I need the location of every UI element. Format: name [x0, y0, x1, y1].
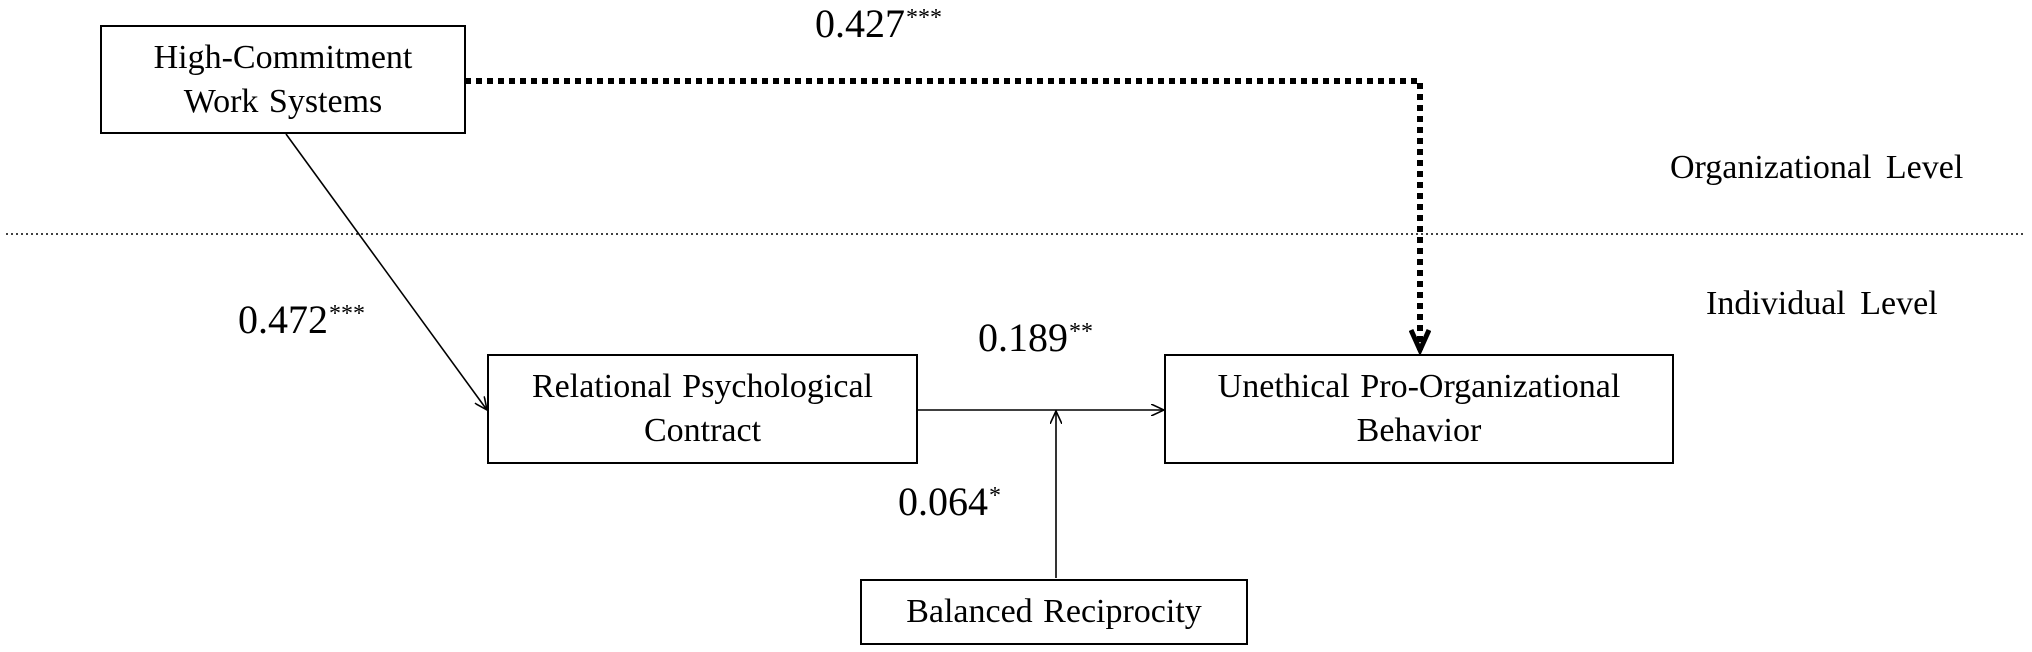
hcws-to-rpc-arrow	[285, 133, 487, 410]
upb-label-line2: Behavior	[1356, 412, 1482, 449]
upb-label-line1: Unethical Pro-Organizational	[1217, 368, 1621, 405]
moderation-coefficient: 0.064*	[898, 478, 1001, 526]
direct-effect-stars: ***	[906, 5, 942, 31]
hcws-rpc-stars: ***	[329, 301, 365, 327]
hcws-rpc-value: 0.472	[238, 297, 328, 342]
moderation-value: 0.064	[898, 479, 988, 524]
rpc-upb-stars: **	[1069, 319, 1093, 345]
direct-effect-coefficient: 0.427***	[815, 0, 942, 48]
organizational-level-label: Organizational Level	[1670, 149, 1964, 186]
rpc-label-line2: Contract	[643, 412, 762, 449]
rpc-upb-value: 0.189	[978, 315, 1068, 360]
br-label: Balanced Reciprocity	[906, 593, 1202, 630]
hcws-rpc-coefficient: 0.472***	[238, 296, 365, 344]
individual-level-label: Individual Level	[1706, 285, 1938, 322]
hcws-label-line1: High-Commitment	[153, 38, 413, 76]
upb-box: Unethical Pro-Organizational Behavior	[1164, 354, 1674, 464]
rpc-box: Relational Psychological Contract	[487, 354, 918, 464]
direct-effect-arrow	[465, 78, 1420, 350]
rpc-label-line1: Relational Psychological	[532, 368, 873, 405]
rpc-upb-coefficient: 0.189**	[978, 314, 1093, 362]
hcws-label-line2: Work Systems	[183, 82, 383, 120]
hcws-box: High-Commitment Work Systems	[100, 25, 466, 134]
br-box: Balanced Reciprocity	[860, 579, 1248, 645]
moderation-stars: *	[989, 483, 1001, 509]
direct-effect-value: 0.427	[815, 1, 905, 46]
